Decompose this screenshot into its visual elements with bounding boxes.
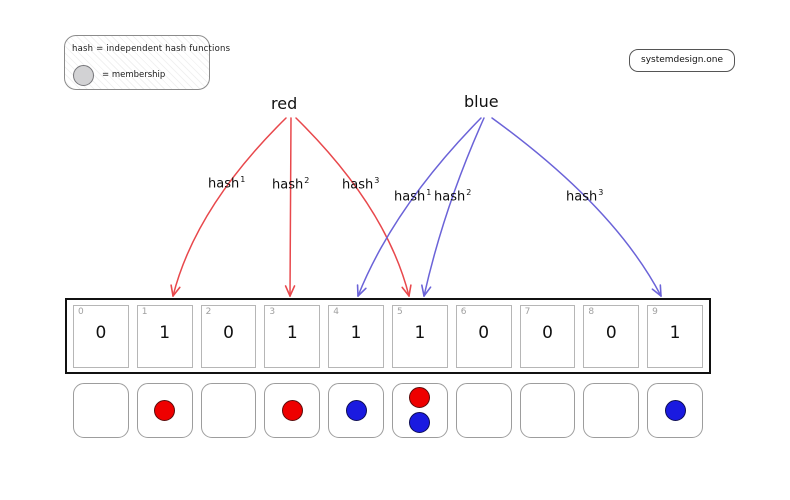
membership-cell-6[interactable] — [455, 382, 512, 438]
bit-value: 1 — [159, 322, 171, 343]
bit-index-label: 0 — [78, 306, 84, 317]
hash-label-base: hash — [272, 177, 304, 193]
membership-cell-4[interactable] — [328, 382, 384, 438]
bit-value: 1 — [414, 322, 426, 343]
bit-value: 0 — [223, 322, 234, 343]
node-label-red: red — [271, 94, 298, 113]
bit-index-label: 2 — [205, 306, 212, 317]
membership-cell-9[interactable] — [647, 382, 703, 438]
membership-dot-blue — [345, 399, 367, 421]
arrow-blue-2 — [421, 117, 485, 297]
bit-index-label: 8 — [588, 306, 595, 317]
membership-cell-2[interactable] — [200, 382, 257, 438]
bit-value: 0 — [95, 322, 107, 343]
legend-membership-definition: = membership — [102, 70, 166, 80]
hash-label-red-2: hash2 — [272, 176, 309, 192]
hash-label-base: hash — [342, 177, 374, 193]
bit-value: 0 — [605, 322, 617, 343]
membership-dot-red — [409, 387, 431, 408]
legend-hash-definition: hash = independent hash functions — [72, 44, 231, 54]
membership-cell-8[interactable] — [583, 382, 640, 438]
bit-index-label: 4 — [333, 306, 339, 317]
hash-label-base: hash — [208, 176, 240, 192]
membership-dot-red — [154, 399, 176, 421]
bit-index-label: 3 — [269, 306, 276, 317]
node-label-blue: blue — [464, 92, 499, 111]
membership-dot-blue — [409, 412, 431, 433]
hash-label-superscript: 1 — [426, 188, 432, 197]
membership-cell-0[interactable] — [73, 382, 129, 438]
hash-label-superscript: 1 — [240, 175, 246, 184]
bit-value: 1 — [350, 322, 362, 343]
arrow-blue-3 — [491, 117, 662, 297]
bit-index-label: 6 — [460, 306, 467, 317]
brand-badge[interactable]: systemdesign.one — [629, 49, 736, 72]
hash-label-base: hash — [434, 189, 466, 205]
hash-label-superscript: 2 — [304, 176, 310, 185]
hash-label-base: hash — [566, 189, 598, 205]
bit-value: 0 — [542, 322, 553, 343]
arrow-red-3 — [295, 117, 412, 297]
hash-label-superscript: 3 — [598, 188, 604, 197]
membership-circle-icon — [73, 65, 94, 86]
hash-label-red-3: hash3 — [342, 176, 379, 192]
hash-label-base: hash — [394, 189, 426, 205]
arrow-red-2 — [284, 117, 296, 297]
hash-label-blue-2: hash2 — [434, 188, 471, 204]
bit-index-label: 9 — [652, 306, 658, 317]
arrow-red-1 — [170, 117, 287, 297]
bit-value: 0 — [478, 322, 490, 343]
bit-value: 1 — [669, 322, 681, 343]
bit-index-label: 5 — [396, 306, 403, 317]
membership-cell-5[interactable] — [391, 382, 448, 438]
membership-cell-3[interactable] — [264, 382, 321, 438]
hash-label-blue-3: hash3 — [566, 188, 603, 204]
bit-index-label: 7 — [524, 306, 531, 317]
bit-index-label: 1 — [141, 306, 148, 317]
membership-cell-7[interactable] — [519, 382, 576, 438]
membership-dot-red — [281, 399, 303, 421]
hash-label-superscript: 2 — [466, 188, 472, 197]
membership-row — [65, 381, 711, 439]
hash-label-superscript: 3 — [374, 176, 380, 185]
bit-value: 1 — [286, 322, 298, 343]
hash-label-red-1: hash1 — [208, 175, 245, 191]
hash-label-blue-1: hash1 — [394, 188, 431, 204]
membership-cell-1[interactable] — [136, 382, 193, 438]
membership-dot-blue — [664, 399, 686, 421]
arrow-blue-1 — [356, 117, 482, 297]
